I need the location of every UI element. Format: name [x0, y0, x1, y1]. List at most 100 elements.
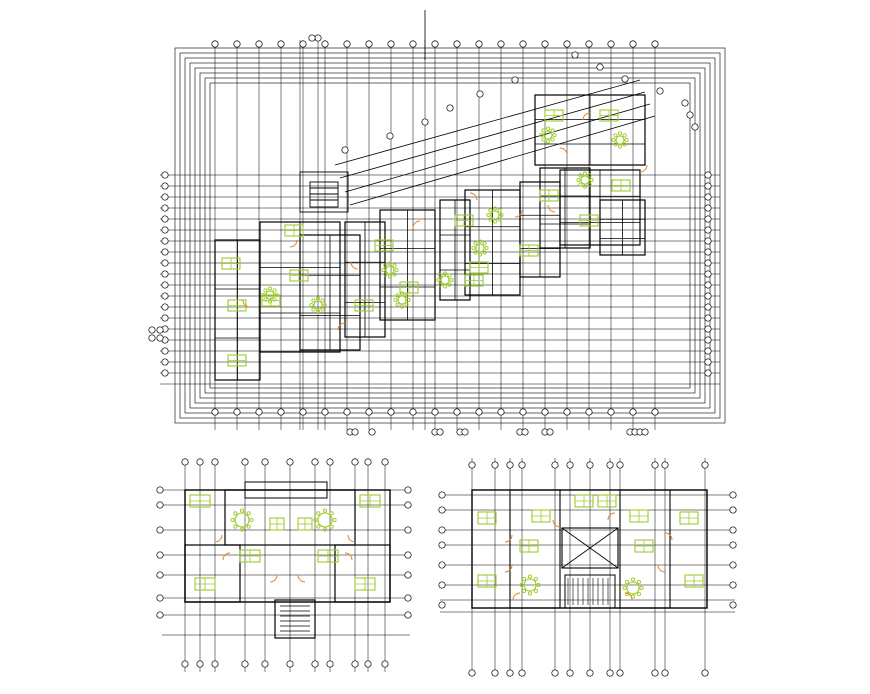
- grid-bubble: [365, 408, 373, 416]
- dining-chair: [329, 511, 334, 516]
- dining-chair: [447, 273, 452, 278]
- dining-chair: [541, 128, 546, 133]
- dining-chair: [484, 245, 489, 251]
- door-swing: [552, 519, 561, 528]
- dining-chair: [438, 282, 443, 287]
- stair-tower: [299, 171, 349, 213]
- door-swing: [657, 564, 666, 573]
- grid-bubble: [541, 408, 549, 416]
- dining-chair: [471, 245, 476, 251]
- dining-chair: [617, 144, 623, 149]
- door-swing: [624, 592, 633, 601]
- dining-chair: [545, 139, 551, 144]
- door-swing: [337, 322, 346, 331]
- dining-chair: [267, 286, 273, 291]
- grid-bubble: [651, 669, 659, 677]
- grid-bubble: [161, 237, 169, 245]
- grid-bubble: [156, 571, 164, 579]
- dining-chair: [393, 297, 398, 303]
- grid-bubble: [161, 204, 169, 212]
- grid-bubble: [314, 34, 322, 42]
- grid-bubble: [161, 215, 169, 223]
- grid-bubble: [585, 408, 593, 416]
- dining-chair: [482, 241, 487, 246]
- grid-bubble: [546, 428, 554, 436]
- door-swing: [514, 209, 523, 218]
- dining-chair: [322, 527, 328, 532]
- dining-chair: [438, 273, 443, 278]
- grid-bubble: [641, 428, 649, 436]
- dining-chair: [488, 208, 493, 213]
- dining-chair: [533, 577, 539, 582]
- dining-chair: [622, 142, 627, 147]
- grid-bubble: [704, 358, 712, 366]
- dining-chair: [639, 585, 644, 591]
- grid-bubble: [704, 314, 712, 322]
- grid-bubble: [438, 561, 446, 569]
- typical-floor-plan-b: [438, 458, 737, 677]
- vertical-grid-lines: [214, 40, 656, 430]
- wall: [509, 489, 561, 609]
- grid-bubble: [729, 491, 737, 499]
- dining-chair: [246, 511, 251, 516]
- dining-chair: [477, 252, 483, 257]
- dining-chair: [436, 277, 441, 283]
- grid-bubble: [701, 669, 709, 677]
- grid-bubble: [387, 408, 395, 416]
- dining-chair: [545, 126, 551, 131]
- wall: [244, 481, 328, 499]
- dining-chair: [233, 511, 238, 516]
- plan-b-grid-bubbles: [438, 461, 737, 677]
- grid-bubble: [497, 408, 505, 416]
- dining-chair: [406, 297, 411, 303]
- dining-table: [543, 130, 553, 140]
- dining-chair: [582, 171, 588, 176]
- grid-bubble: [161, 270, 169, 278]
- grid-bubble: [453, 408, 461, 416]
- grid-bubble: [404, 551, 412, 559]
- grid-bubble: [299, 40, 307, 48]
- grid-bubble: [156, 501, 164, 509]
- dining-chair: [550, 128, 555, 133]
- grid-bubble: [211, 40, 219, 48]
- grid-bubble: [343, 40, 351, 48]
- dining-chair: [320, 307, 325, 312]
- door-swing: [214, 534, 223, 543]
- grid-bubble: [261, 660, 269, 668]
- dining-chair: [239, 508, 245, 513]
- grid-bubble: [326, 458, 334, 466]
- dining-chair: [486, 212, 491, 218]
- dining-chair: [404, 302, 409, 307]
- dining-chair: [473, 250, 478, 255]
- plan-a-door-swings: [214, 534, 356, 583]
- grid-bubble: [681, 99, 689, 107]
- dining-chair: [522, 588, 527, 594]
- grid-bubble: [651, 408, 659, 416]
- grid-bubble: [326, 660, 334, 668]
- grid-bubble: [299, 408, 307, 416]
- dining-chair: [404, 293, 409, 298]
- main-grid-bubbles: [148, 34, 712, 436]
- dining-chair: [499, 212, 504, 218]
- grid-bubble: [606, 669, 614, 677]
- grid-bubble: [729, 561, 737, 569]
- diagonal-road: [334, 79, 656, 206]
- grid-bubble: [409, 40, 417, 48]
- grid-bubble: [387, 40, 395, 48]
- grid-bubble: [241, 458, 249, 466]
- dining-chair: [636, 591, 642, 597]
- dining-chair: [442, 284, 448, 289]
- dining-chair: [387, 274, 393, 279]
- dining-chair: [533, 588, 539, 594]
- dining-chair: [315, 309, 321, 314]
- door-swing: [504, 564, 513, 573]
- grid-bubble: [156, 551, 164, 559]
- grid-bubble: [585, 40, 593, 48]
- grid-bubble: [475, 408, 483, 416]
- dining-chair: [550, 137, 555, 142]
- door-swing: [222, 552, 231, 561]
- grid-bubble: [211, 660, 219, 668]
- dining-chair: [519, 582, 524, 588]
- dining-table: [265, 290, 275, 300]
